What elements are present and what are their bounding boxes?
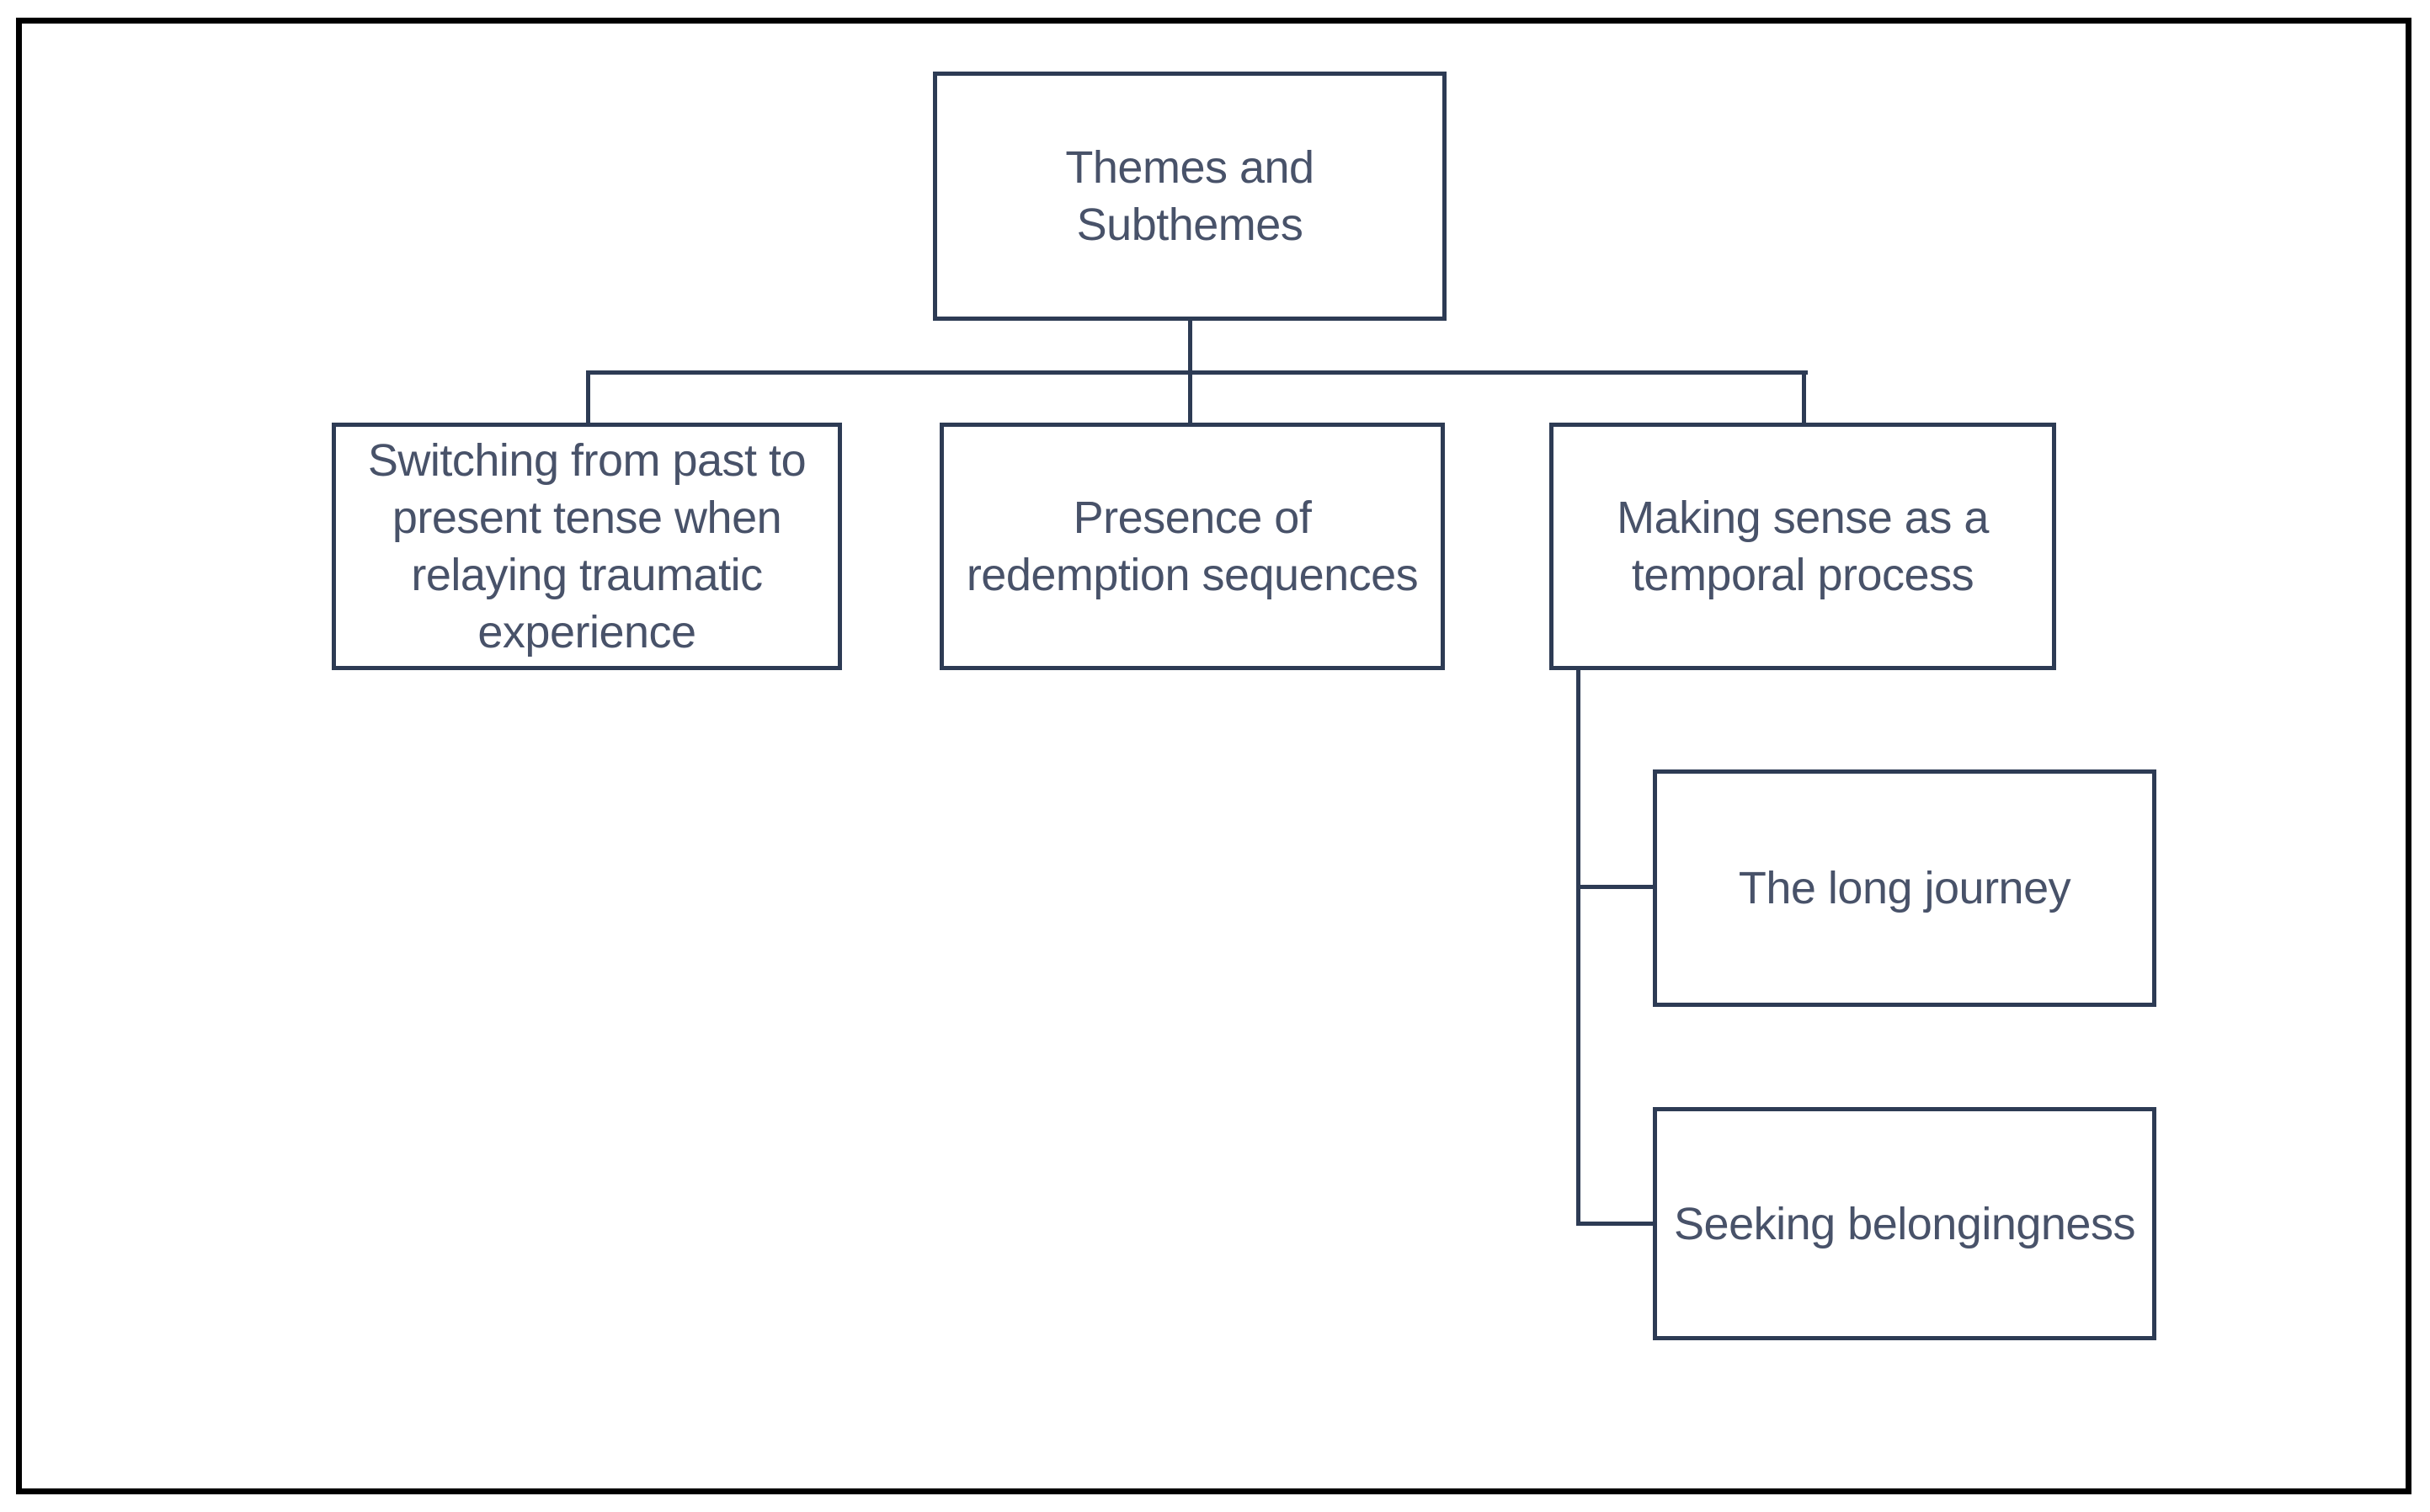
node-temporal-process: Making sense as a temporal process bbox=[1549, 423, 2056, 670]
node-long-journey-label: The long journey bbox=[1738, 863, 2071, 913]
node-seeking-belongingness-label: Seeking belongingness bbox=[1674, 1198, 2135, 1249]
connector-root-stem bbox=[1188, 321, 1192, 375]
node-switching-tense: Switching from past to present tense whe… bbox=[332, 423, 842, 670]
node-themes-subthemes-label: Themes and Subthemes bbox=[1065, 142, 1314, 250]
figure-border bbox=[16, 18, 2411, 1494]
node-redemption-sequences-label: Presence of redemption sequences bbox=[966, 492, 1419, 600]
connector-branch-right-stem bbox=[1802, 370, 1806, 423]
connector-branch-bar bbox=[586, 370, 1808, 375]
connector-temporal-trunk bbox=[1576, 670, 1580, 1226]
node-themes-subthemes: Themes and Subthemes bbox=[933, 72, 1447, 321]
node-switching-tense-label: Switching from past to present tense whe… bbox=[367, 435, 807, 658]
node-long-journey: The long journey bbox=[1653, 769, 2156, 1007]
connector-journey-elbow bbox=[1576, 885, 1653, 889]
node-temporal-process-label: Making sense as a temporal process bbox=[1617, 492, 1989, 600]
node-redemption-sequences: Presence of redemption sequences bbox=[940, 423, 1445, 670]
node-seeking-belongingness: Seeking belongingness bbox=[1653, 1107, 2156, 1340]
connector-branch-left-stem bbox=[586, 370, 590, 423]
connector-seeking-elbow bbox=[1576, 1222, 1653, 1226]
connector-branch-middle-stem bbox=[1188, 370, 1192, 423]
